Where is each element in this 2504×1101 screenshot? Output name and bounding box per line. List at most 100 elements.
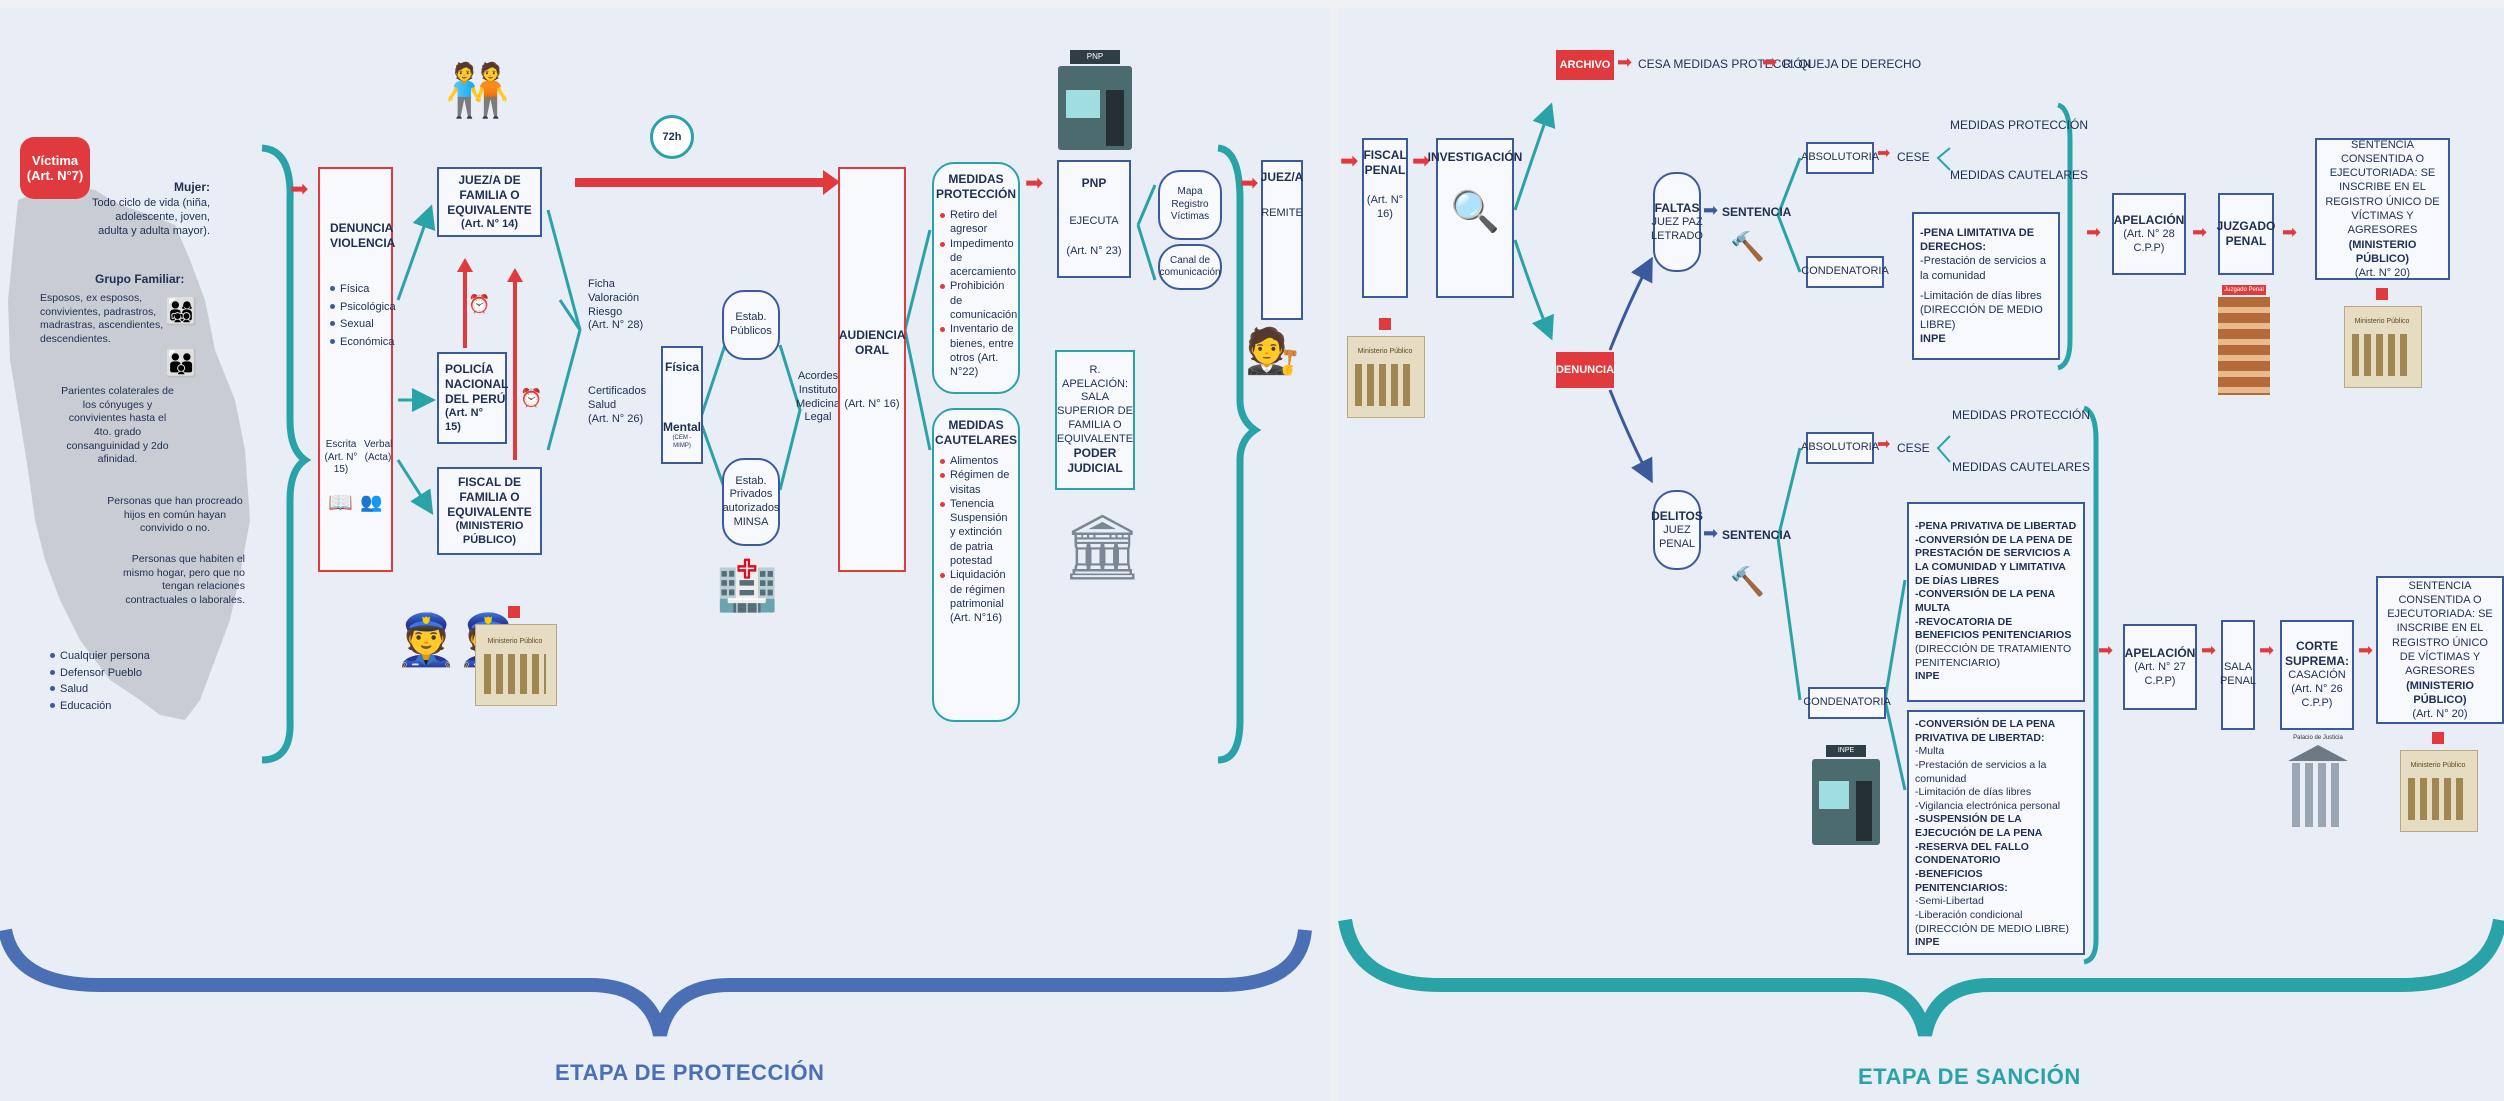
- medidas-proteccion-lbl-1: MEDIDAS PROTECCIÓN: [1950, 118, 2089, 132]
- violencia-type: Sexual: [330, 316, 396, 334]
- arrow-apel-4: ➡: [2098, 640, 2114, 660]
- juez-familia-title: JUEZ/A DE FAMILIA O EQUIVALENTE: [447, 172, 532, 217]
- sentencia-consentida-box-1: SENTENCIA CONSENTIDA O EJECUTORIADA: SE …: [2315, 138, 2450, 280]
- apelacion-27-box: APELACIÓN (Art. N° 27 C.P.P): [2123, 624, 2197, 710]
- fisica-label: Física: [664, 360, 700, 374]
- sentencia-consentida-bold-2: (MINISTERIO PÚBLICO): [2406, 679, 2474, 706]
- judge-couple-icon: 🧑‍⚖️: [1245, 327, 1300, 376]
- fiscal-familia-box: FISCAL DE FAMILIA O EQUIVALENTE (MINISTE…: [437, 467, 542, 555]
- medida-item: Inventario de bienes, entre otros (Art. …: [940, 322, 1017, 379]
- arrow-apel-6: ➡: [2259, 640, 2275, 660]
- pena-privativa-box: -PENA PRIVATIVA DE LIBERTAD -CONVERSIÓN …: [1907, 502, 2085, 702]
- ministerio-building-icon: Ministerio Público: [470, 606, 560, 710]
- conversion-beneficios: -BENEFICIOS PENITENCIARIOS:: [1915, 868, 2008, 894]
- arrow-archivo-1: ➡: [1617, 52, 1633, 72]
- conversion-suspension: -SUSPENSIÓN DE LA EJECUCIÓN DE LA PENA: [1915, 813, 2043, 840]
- brace-stage-sancion: [1338, 918, 2504, 1037]
- delitos-box: DELITOS JUEZ PENAL: [1651, 490, 1703, 570]
- faltas-box: FALTAS JUEZ PAZ LETRADO: [1651, 172, 1703, 272]
- sentencia-consentida-bold: (MINISTERIO PÚBLICO): [2348, 238, 2417, 265]
- medidas-proteccion-box: MEDIDAS PROTECCIÓN Retiro del agresor Im…: [932, 162, 1020, 394]
- medidas-cautelares-list: Alimentos Régimen de visitas Tenencia Su…: [940, 454, 1012, 626]
- delitos-title: DELITOS: [1651, 508, 1703, 523]
- canal-comunicacion-box: Canal de comunicación: [1158, 244, 1222, 290]
- cautelar-item: Régimen de visitas: [940, 468, 1012, 497]
- arrow-sentencia-2: ➡: [1703, 523, 1719, 543]
- medidas-proteccion-lbl-2: MEDIDAS PROTECCIÓN: [1952, 408, 2091, 422]
- mujer-title: Mujer:: [174, 180, 210, 194]
- brace-victima: [261, 144, 312, 764]
- ficha-block: Ficha Valoración Riesgo (Art. N° 28): [588, 278, 648, 333]
- brace-medidas: [1217, 144, 1262, 764]
- arrow-cese-2: ➡: [1877, 436, 1891, 453]
- people-talk-icon: 👥: [360, 492, 383, 512]
- couple-icon: 🧑‍🤝‍🧑: [445, 62, 510, 120]
- brace-faltas: [2057, 102, 2073, 371]
- investigacion-box: INVESTIGACIÓN 🔍: [1428, 138, 1522, 298]
- escrita-label: Escrita(Art. N° 15): [324, 439, 358, 475]
- archivo-tag: ARCHIVO: [1556, 50, 1614, 80]
- conversion-ben-item: -Semi-Libertad: [1915, 895, 1984, 908]
- audiencia-title: AUDIENCIA ORAL: [838, 327, 906, 357]
- arrow-cese-1: ➡: [1877, 145, 1891, 162]
- mental-sub: (CEM - MIMP): [672, 435, 692, 449]
- court-building-icon: 🏛: [1062, 511, 1144, 583]
- pena-privativa-line: -CONVERSIÓN DE LA PENA DE PRESTACIÓN DE …: [1915, 533, 2073, 587]
- sentencia-consentida-text-2: SENTENCIA CONSENTIDA O EJECUTORIADA: SE …: [2387, 579, 2493, 678]
- ministerio-building-icon-4: Ministerio Público: [2398, 732, 2478, 836]
- victima-art: (Art. N°7): [26, 168, 84, 183]
- apelacion-28-box: APELACIÓN (Art. N° 28 C.P.P): [2112, 193, 2186, 275]
- condenatoria-box-1: CONDENATORIA: [1801, 256, 1889, 288]
- verbal-label: Verbal(Acta): [364, 439, 393, 463]
- apelacion-sala-box: R. APELACIÓN: SALA SUPERIOR DE FAMILIA O…: [1055, 350, 1135, 490]
- apelacion-27-art: (Art. N° 27 C.P.P): [2134, 660, 2186, 687]
- grupo-item-4: Personas que habiten el mismo hogar, per…: [123, 553, 245, 606]
- audiencia-art: (Art. N° 16): [844, 397, 900, 410]
- violencia-types: Física Psicológica Sexual Económica: [330, 281, 396, 351]
- medidas-proteccion-list: Retiro del agresor Impedimento de acerca…: [940, 208, 1017, 380]
- cautelar-item: Tenencia Suspensión y extinción de patri…: [940, 497, 1012, 568]
- medida-item: Retiro del agresor: [940, 208, 1017, 237]
- corte-suprema-title: CORTE SUPREMA:: [2285, 639, 2350, 669]
- magnifier-icon: 🔍: [1450, 190, 1500, 234]
- fiscal-penal-box: FISCAL PENAL (Art. N° 16): [1362, 138, 1408, 298]
- mujer-block: Mujer: Todo ciclo de vida (niña, adolesc…: [90, 180, 210, 238]
- acordes-label: Acordes Instituto Medicina Legal: [795, 370, 841, 424]
- denunciante-item: Educación: [50, 698, 150, 715]
- sala-penal-box: SALA PENAL: [2220, 620, 2256, 730]
- gavel-icon: 🔨: [1730, 231, 1765, 262]
- arrow-right-4: ➡: [1340, 148, 1359, 173]
- juez-familia-art: (Art. N° 14): [461, 217, 518, 230]
- ficha-label: Ficha Valoración Riesgo: [588, 278, 640, 318]
- policia-box: POLICÍA NACIONAL DEL PERÚ (Art. N° 15): [437, 352, 508, 444]
- ministerio-building-icon-2: Ministerio Público: [1345, 318, 1425, 422]
- conversion-item: -Prestación de servicios a la comunidad: [1915, 758, 2047, 785]
- absolutoria-box-1: ABSOLUTORIA: [1801, 142, 1879, 174]
- stage-proteccion-label: ETAPA DE PROTECCIÓN: [555, 1060, 825, 1085]
- juzgado-penal-title: JUZGADO PENAL: [2216, 219, 2276, 248]
- faltas-sub: JUEZ PAZ LETRADO: [1651, 215, 1703, 242]
- estab-publicos-box: Estab. Públicos: [722, 290, 780, 360]
- gavel-icon-2: 🔨: [1730, 566, 1765, 597]
- apelacion-28-title: APELACIÓN: [2113, 212, 2185, 227]
- pena-limitativa-item: -Prestación de servicios a la comunidad: [1920, 255, 2046, 282]
- arrow-apel-5: ➡: [2201, 640, 2217, 660]
- fiscal-penal-art: (Art. N° 16): [1366, 194, 1404, 220]
- apelacion-28-art: (Art. N° 28 C.P.P): [2123, 227, 2175, 254]
- certificados-art: (Art. N° 26): [588, 412, 644, 425]
- arrow-archivo-2: ➡: [1762, 52, 1778, 72]
- violencia-type: Física: [330, 281, 396, 299]
- audiencia-oral-box: AUDIENCIA ORAL (Art. N° 16): [838, 167, 906, 572]
- arrow-apel-2: ➡: [2192, 222, 2208, 242]
- pena-privativa-line: -PENA PRIVATIVA DE LIBERTAD: [1915, 520, 2077, 533]
- clock-icon: ⏰: [468, 294, 491, 314]
- violencia-type: Psicológica: [330, 299, 396, 317]
- sentencia-consentida-art-2: (Art. N° 20): [2412, 708, 2468, 721]
- archivo-queja: R. QUEJA DE DERECHO: [1783, 57, 1922, 71]
- conversion-ben-item: -Liberación condicional: [1915, 908, 2023, 921]
- corte-suprema-art: (Art. N° 26 C.P.P): [2291, 683, 2343, 709]
- conversion-item: -Vigilancia electrónica personal: [1915, 799, 2061, 812]
- mental-label: Mental: [663, 420, 702, 434]
- hospital-icon: 🏥: [716, 557, 779, 613]
